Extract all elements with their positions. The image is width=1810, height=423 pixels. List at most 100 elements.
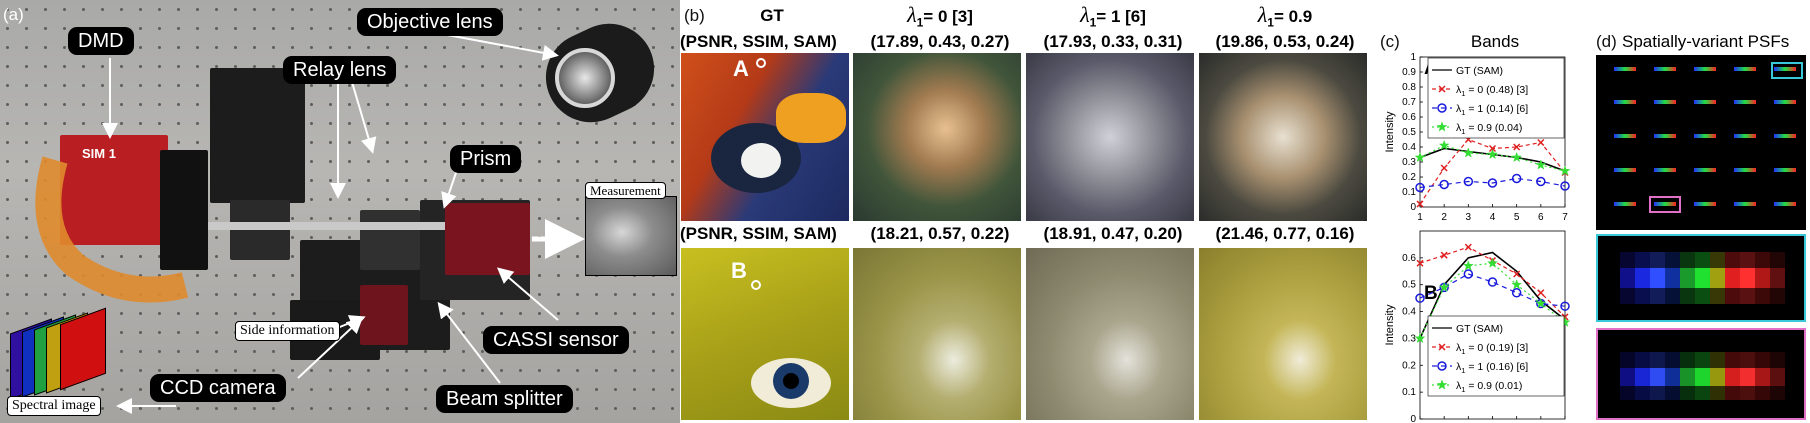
ribbon-cable xyxy=(35,156,189,303)
series-point-3 xyxy=(1535,159,1547,170)
series-point-2 xyxy=(1560,301,1570,311)
y-tick-label: 0 xyxy=(1410,202,1416,213)
psf-zoom-pixel xyxy=(1770,386,1785,400)
psf-spot xyxy=(1774,67,1796,71)
psf-spot xyxy=(1614,134,1636,138)
psf-zoom-pixel xyxy=(1635,386,1650,400)
metric-r2-c1: (18.21, 0.57, 0.22) xyxy=(870,224,1010,243)
gt-image-a: A xyxy=(681,53,849,221)
psf-zoom-pixel xyxy=(1650,368,1665,386)
series-point-3 xyxy=(1486,148,1499,160)
psf-zoom-pixel xyxy=(1770,252,1785,268)
label-spectral-image: Spectral image xyxy=(7,396,101,416)
psf-spot xyxy=(1734,100,1756,104)
label-dmd: DMD xyxy=(68,27,134,55)
panel-d-letter: (d) xyxy=(1596,32,1617,51)
legend-box xyxy=(1427,315,1565,397)
psf-zoom-pixel xyxy=(1695,252,1710,268)
legend-label: λ1 = 1 (0.14) [6] xyxy=(1456,103,1528,117)
legend-label: λ1 = 0 (0.19) [3] xyxy=(1456,342,1528,356)
psf-spot xyxy=(1774,134,1796,138)
x-tick-label: 1 xyxy=(1417,212,1423,223)
metric-r2-c2: (18.91, 0.47, 0.20) xyxy=(1043,224,1183,243)
psf-zoom-pixel xyxy=(1770,368,1785,386)
series-point-1 xyxy=(1416,259,1424,267)
x-tick-label: 5 xyxy=(1514,212,1520,223)
y-tick-label: 1 xyxy=(1410,52,1416,63)
setup-photo: SIM 1 Measurement xyxy=(0,0,680,423)
psf-zoom-top xyxy=(1596,234,1806,322)
psf-zoom-pixel xyxy=(1725,368,1740,386)
recon-l09-b xyxy=(1199,248,1367,420)
psf-zoom-pixel xyxy=(1680,252,1695,268)
metric-r1-c1: (17.89, 0.43, 0.27) xyxy=(870,32,1010,51)
legend-marker xyxy=(1437,103,1447,113)
series-point-3 xyxy=(1511,278,1523,290)
cassi-camera-body xyxy=(445,203,530,275)
psf-zoom-pixel xyxy=(1695,288,1710,304)
y-tick-label: 0.6 xyxy=(1402,253,1416,264)
series-point-2 xyxy=(1415,293,1425,303)
series-point-2 xyxy=(1511,173,1522,184)
psf-spot xyxy=(1614,100,1636,104)
psf-spot xyxy=(1694,134,1716,138)
label-objective-lens: Objective lens xyxy=(357,8,503,36)
psf-zoom-pixel xyxy=(1695,352,1710,368)
rail xyxy=(200,222,520,230)
legend-label: GT (SAM) xyxy=(1456,323,1503,335)
x-tick-label: 4 xyxy=(1490,212,1496,223)
mount-block xyxy=(230,200,290,260)
y-axis-label: Intensity xyxy=(1384,304,1396,345)
column-header-l09: λ1= 0.9 xyxy=(1257,2,1313,30)
psf-spot xyxy=(1614,67,1636,71)
psf-zoom-pixel xyxy=(1635,252,1650,268)
series-point-2 xyxy=(1560,181,1570,191)
psf-zoom-pixel xyxy=(1725,288,1740,304)
panel-b-letter: (b) xyxy=(684,6,705,25)
series-point-2 xyxy=(1487,178,1498,188)
y-axis-label: Intensity xyxy=(1384,111,1396,152)
psf-zoom-pixel xyxy=(1740,288,1755,304)
product-text: SIM 1 xyxy=(82,146,116,161)
recon-l1-b xyxy=(1026,248,1194,420)
series-point-1 xyxy=(1440,251,1448,259)
psf-zoom-pixel xyxy=(1620,288,1635,304)
psf-zoom-pixel xyxy=(1620,368,1635,386)
x-tick-label: 2 xyxy=(1441,212,1447,223)
psf-zoom-bottom xyxy=(1596,328,1806,420)
psf-spot xyxy=(1694,67,1716,71)
psf-zoom-pixel xyxy=(1755,288,1770,304)
psf-zoom-pixel xyxy=(1680,268,1695,288)
psf-zoom-pixel xyxy=(1710,368,1725,386)
series-point-3 xyxy=(1559,165,1571,176)
psf-zoom-pixel xyxy=(1710,352,1725,368)
series-point-1 xyxy=(1513,143,1521,151)
psf-spot xyxy=(1654,202,1676,206)
x-tick-label: 6 xyxy=(1538,212,1544,223)
panel-a-letter: (a) xyxy=(3,5,24,24)
series-point-1 xyxy=(1416,200,1424,208)
metric-r1-c2: (17.93, 0.33, 0.31) xyxy=(1043,32,1183,51)
y-tick-label: 0.5 xyxy=(1402,280,1416,291)
y-tick-label: 0.3 xyxy=(1402,157,1416,168)
y-tick-label: 0.9 xyxy=(1402,67,1416,78)
psf-zoom-pixel xyxy=(1680,386,1695,400)
psf-spot xyxy=(1614,202,1636,206)
series-point-1 xyxy=(1440,164,1448,172)
series-point-3 xyxy=(1462,147,1474,158)
psf-zoom-pixel xyxy=(1725,268,1740,288)
psf-zoom-pixel xyxy=(1740,368,1755,386)
mount-block xyxy=(360,210,420,270)
psf-spot xyxy=(1734,67,1756,71)
psf-highlight-top xyxy=(1771,62,1803,79)
ccd-camera-body xyxy=(360,285,408,345)
psf-zoom-pixel xyxy=(1680,288,1695,304)
psf-spot xyxy=(1654,67,1676,71)
series-point-3 xyxy=(1414,332,1426,344)
psf-zoom-pixel xyxy=(1710,252,1725,268)
dmd-board xyxy=(60,135,168,245)
psf-zoom-pixel xyxy=(1755,268,1770,288)
psf-spot xyxy=(1654,134,1676,138)
psf-zoom-pixel xyxy=(1770,352,1785,368)
psf-zoom-pixel xyxy=(1740,268,1755,288)
